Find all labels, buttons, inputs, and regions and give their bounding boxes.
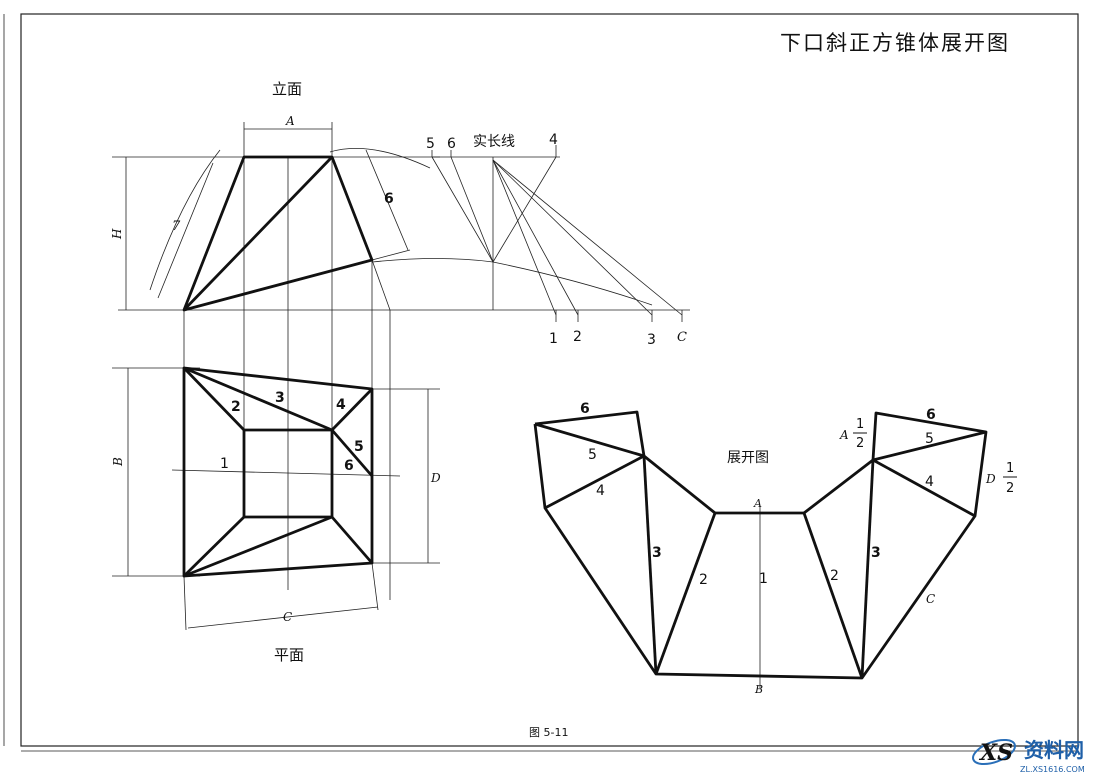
dim-label-6-elev: 6 [384, 191, 394, 207]
svg-text:XS: XS [978, 740, 1013, 766]
tl-label-5: 5 [426, 136, 435, 152]
plan-heading: 平面 [274, 646, 304, 664]
plan-label-D: D [430, 471, 441, 485]
watermark-url: ZL.XS1616.COM [1020, 765, 1085, 774]
dev-label-3-right: 3 [871, 545, 881, 561]
dev-label-5-right: 5 [925, 431, 934, 447]
plan-label-6: 6 [344, 458, 354, 474]
dev-label-A-mid: A [753, 497, 762, 510]
plan-label-3: 3 [275, 390, 285, 406]
dev-label-3-left: 3 [652, 545, 662, 561]
dev-label-D-side: D [985, 472, 996, 486]
plan-label-B: B [111, 457, 125, 467]
tl-label-2: 2 [573, 329, 582, 345]
elevation-heading: 立面 [272, 80, 302, 98]
tl-label-1: 1 [549, 331, 558, 347]
dev-label-C-side: C [926, 592, 935, 606]
plan-label-5: 5 [354, 439, 364, 455]
plan-label-4: 4 [336, 397, 346, 413]
tl-label-6: 6 [447, 136, 456, 152]
dev-half-den-right: 2 [1006, 481, 1014, 496]
tl-label-C: C [677, 330, 687, 345]
drawing-title: 下口斜正方锥体展开图 [780, 31, 1010, 55]
dev-half-num-left: 1 [856, 417, 864, 432]
dim-label-7: 7 [172, 219, 181, 234]
dev-label-5-left: 5 [588, 447, 597, 463]
tl-label-4: 4 [549, 132, 558, 148]
plan-label-C: C [283, 610, 292, 624]
plan-label-2: 2 [231, 399, 241, 415]
dev-label-6-left: 6 [580, 401, 590, 417]
dev-label-2-left: 2 [699, 572, 708, 588]
dev-label-4-right: 4 [925, 474, 934, 490]
page-frame [3, 13, 1079, 752]
dev-label-6-right: 6 [926, 407, 936, 423]
dim-label-A-top: A [285, 114, 295, 128]
figure-caption: 图 5-11 [529, 726, 568, 739]
dev-label-2-right: 2 [830, 568, 839, 584]
tl-label-3: 3 [647, 332, 656, 348]
dev-label-1: 1 [759, 571, 768, 587]
dev-half-num-right: 1 [1006, 461, 1014, 476]
elevation-view: 立面 [110, 80, 690, 600]
true-length-diagram: 实长线 5 6 4 1 2 3 C [426, 132, 687, 348]
xs-logo: XS [972, 738, 1016, 766]
dev-label-B-mid: B [754, 683, 763, 696]
watermark: XS 资料网 ZL.XS1616.COM [972, 738, 1085, 774]
development-view: 展开图 A B 1 6 5 4 3 2 2 3 4 5 6 A 1 2 D 1 … [533, 401, 1017, 696]
plan-view: B D C 1 2 3 4 5 6 平面 [111, 366, 441, 664]
dev-label-A-side: A [839, 428, 849, 442]
watermark-brand: 资料网 [1024, 738, 1084, 762]
dim-label-H: H [110, 228, 124, 240]
plan-label-1: 1 [220, 456, 229, 472]
true-length-heading: 实长线 [473, 134, 515, 150]
dev-label-4-left: 4 [596, 483, 605, 499]
dev-half-den-left: 2 [856, 436, 864, 451]
development-heading: 展开图 [727, 450, 769, 466]
